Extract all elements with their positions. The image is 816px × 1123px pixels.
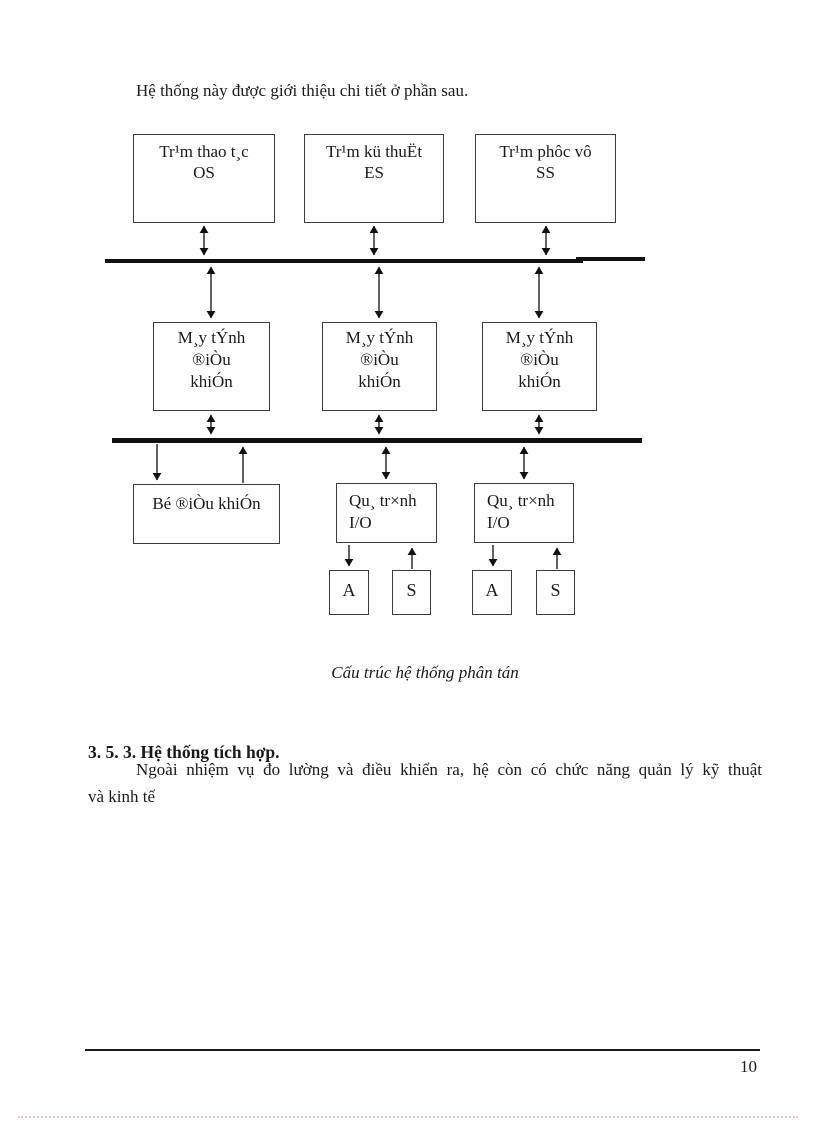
footer-rule	[85, 1049, 760, 1051]
section-heading: 3. 5. 3. Hệ thống tích hợp.	[88, 741, 280, 762]
bus-line-1-segment-b	[576, 257, 645, 261]
actuator-box-2: A	[472, 570, 512, 615]
station-ss-abbr: SS	[536, 163, 555, 182]
station-ss-name: Tr¹m phôc vô	[499, 142, 592, 161]
io-2-line2: I/O	[487, 513, 510, 532]
controller-label: Bé ®iÒu khiÓn	[152, 494, 261, 513]
actuator-2-label: A	[485, 580, 499, 600]
page-boundary-dots	[18, 1116, 798, 1118]
station-box-es: Tr¹m kü thuËt ES	[304, 134, 444, 223]
actuator-1-label: A	[342, 580, 356, 600]
sensor-box-2: S	[536, 570, 575, 615]
sensor-2-label: S	[550, 580, 561, 600]
control-computer-box-3: M¸y tÝnh ®iÒu khiÓn	[482, 322, 597, 411]
intro-paragraph: Hệ thống này được giới thiệu chi tiết ở …	[136, 81, 469, 100]
body-paragraph: Ngoài nhiệm vụ đo lường và điều khiển ra…	[88, 756, 762, 810]
diagram-caption: Cấu trúc hệ thống phân tán	[331, 663, 519, 682]
actuator-box-1: A	[329, 570, 369, 615]
computer-1-line1: M¸y tÝnh	[177, 328, 246, 347]
station-os-name: Tr¹m thao t¸c	[159, 142, 249, 161]
control-computer-box-2: M¸y tÝnh ®iÒu khiÓn	[322, 322, 437, 411]
computer-2-line1: M¸y tÝnh	[345, 328, 414, 347]
body-paragraph-line1: Ngoài nhiệm vụ đo lường và điều khiển ra…	[136, 760, 762, 779]
io-process-box-1: Qu¸ tr×nh I/O	[336, 483, 437, 543]
io-1-line2: I/O	[349, 513, 372, 532]
page-number: 10	[740, 1057, 757, 1076]
bus-line-2	[112, 438, 642, 443]
computer-3-line2: ®iÒu	[520, 350, 559, 369]
computer-2-line2: ®iÒu	[360, 350, 399, 369]
computer-1-line3: khiÓn	[190, 372, 233, 391]
station-os-abbr: OS	[193, 163, 215, 182]
station-es-name: Tr¹m kü thuËt	[325, 142, 423, 161]
control-computer-box-1: M¸y tÝnh ®iÒu khiÓn	[153, 322, 270, 411]
io-2-line1: Qu¸ tr×nh	[487, 491, 555, 510]
io-1-line1: Qu¸ tr×nh	[349, 491, 417, 510]
controller-box: Bé ®iÒu khiÓn	[133, 484, 280, 544]
sensor-1-label: S	[406, 580, 417, 600]
body-paragraph-line2: và kinh tế	[88, 787, 156, 807]
station-es-abbr: ES	[364, 163, 384, 182]
computer-1-line2: ®iÒu	[192, 350, 231, 369]
sensor-box-1: S	[392, 570, 431, 615]
computer-3-line1: M¸y tÝnh	[505, 328, 574, 347]
station-box-os: Tr¹m thao t¸c OS	[133, 134, 275, 223]
io-process-box-2: Qu¸ tr×nh I/O	[474, 483, 574, 543]
computer-3-line3: khiÓn	[518, 372, 561, 391]
bus-line-1-segment-a	[105, 259, 583, 263]
computer-2-line3: khiÓn	[358, 372, 401, 391]
station-box-ss: Tr¹m phôc vô SS	[475, 134, 616, 223]
